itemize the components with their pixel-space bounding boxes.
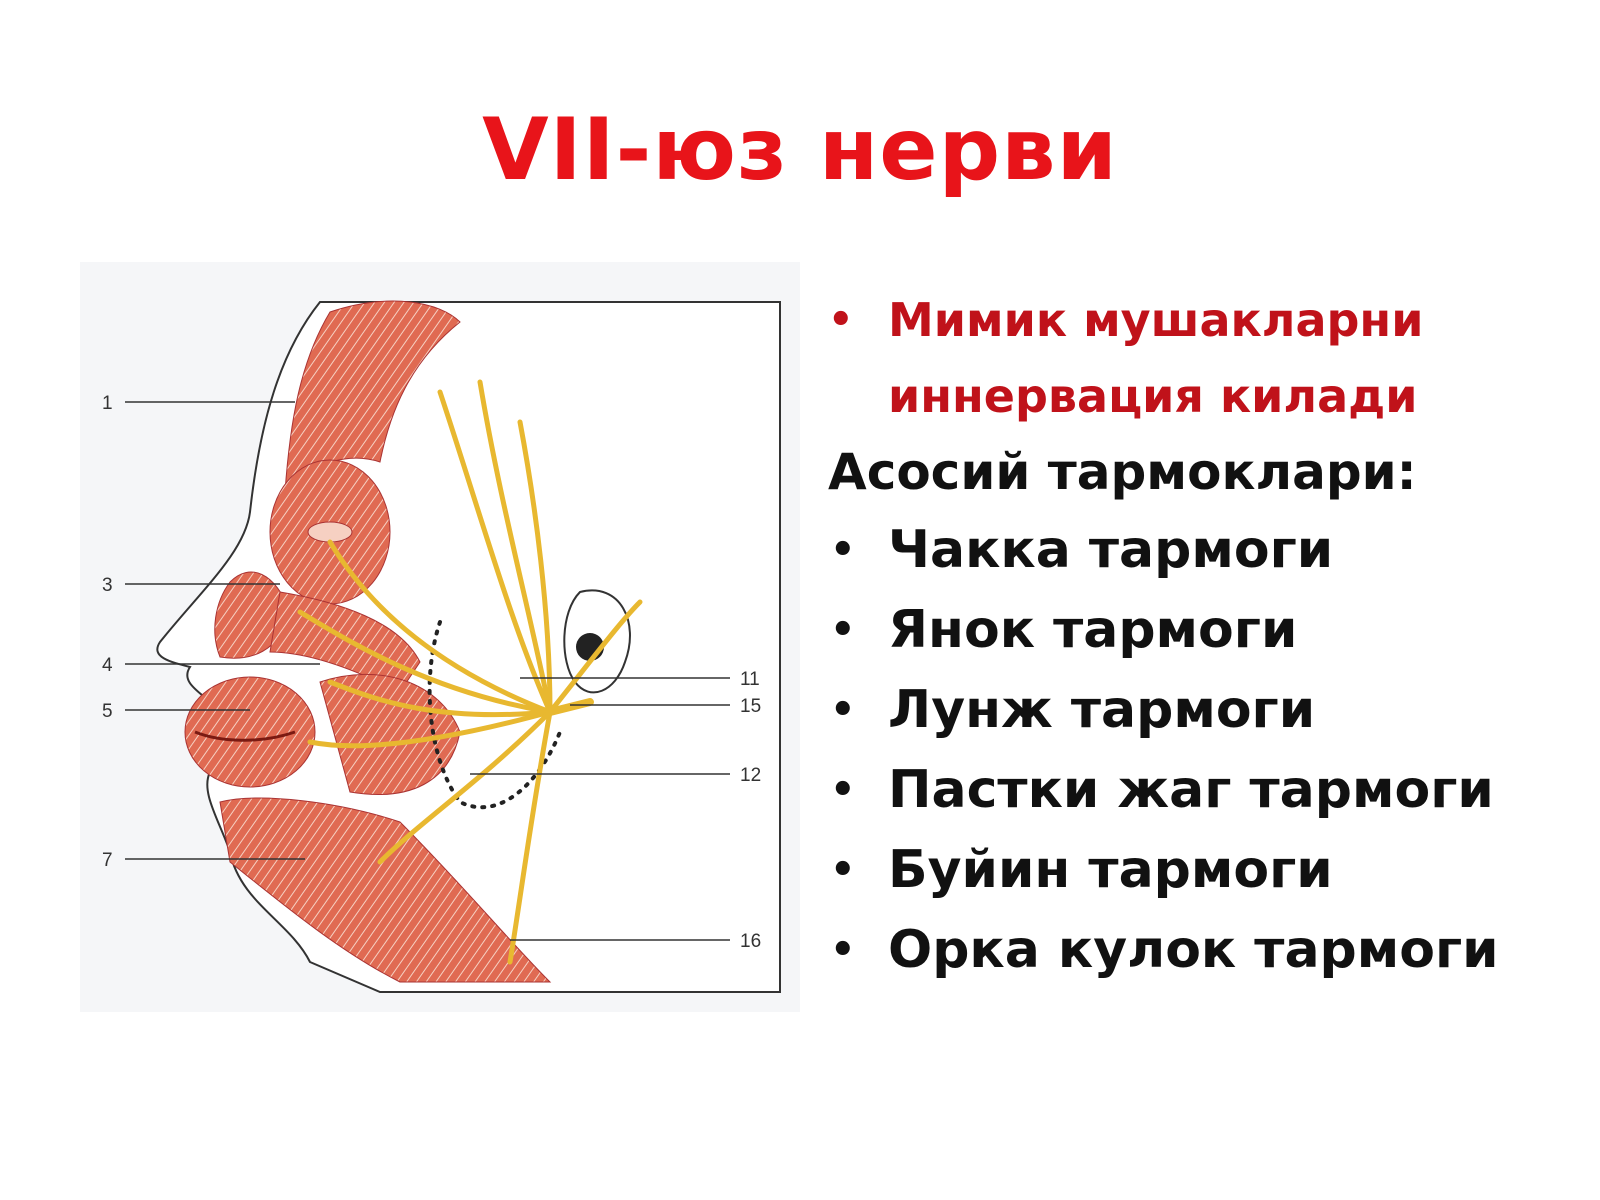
mouth: [194, 730, 296, 742]
list-item: • Лунж тармоги: [828, 670, 1568, 750]
platysma-muscle: [219, 797, 552, 983]
callout-lines: [125, 401, 730, 941]
list-item: • Янок тармоги: [828, 590, 1568, 670]
callout-16: 16: [740, 931, 761, 952]
bullet-content: • Мимик мушакларни иннервация килади Асо…: [828, 282, 1568, 990]
eye: [307, 521, 353, 543]
callout-4: 4: [102, 655, 113, 676]
branch-label: Пастки жаг тармоги: [888, 760, 1494, 820]
callout-12: 12: [740, 765, 761, 786]
branch-label: Чакка тармоги: [888, 520, 1334, 580]
facial-nerve-anatomy-illustration: 1 3 4 5 7 11 15 12 16: [80, 262, 800, 1012]
callout-11: 11: [740, 669, 760, 690]
bullet-glyph: •: [830, 527, 856, 573]
bullet-glyph: •: [830, 607, 856, 653]
branches-subheading: Асосий тармоклари:: [828, 443, 1417, 501]
bullet-glyph: •: [830, 847, 856, 893]
list-item: • Орка кулок тармоги: [828, 910, 1568, 990]
list-item: • Буйин тармоги: [828, 830, 1568, 910]
callout-5: 5: [102, 701, 113, 722]
callout-15: 15: [740, 696, 761, 717]
bullet-glyph: •: [830, 927, 856, 973]
slide-title: VII-юз нерви: [482, 100, 1118, 200]
branch-list: • Чакка тармоги • Янок тармоги • Лунж тармо…: [828, 510, 1568, 990]
nasal-muscle: [214, 571, 291, 659]
callout-3: 3: [102, 575, 113, 596]
branch-label: Орка кулок тармоги: [888, 920, 1499, 980]
intro-bullet: • Мимик мушакларни иннервация килади: [828, 282, 1568, 434]
orbicularis-oris: [184, 676, 316, 788]
branch-label: Буйин тармоги: [888, 840, 1333, 900]
frontal-muscle: [284, 300, 461, 494]
bullet-glyph: •: [828, 297, 854, 343]
callout-7: 7: [102, 850, 113, 871]
facial-nerve-branches: [297, 379, 643, 965]
list-item: • Чакка тармоги: [828, 510, 1568, 590]
anatomy-svg: 1 3 4 5 7 11 15 12 16: [80, 262, 800, 1012]
bullet-glyph: •: [830, 767, 856, 813]
list-item: • Пастки жаг тармоги: [828, 750, 1568, 830]
bullet-glyph: •: [830, 687, 856, 733]
intro-text: Мимик мушакларни иннервация килади: [888, 293, 1424, 423]
branch-label: Янок тармоги: [888, 600, 1298, 660]
callout-1: 1: [102, 393, 113, 414]
branch-label: Лунж тармоги: [888, 680, 1316, 740]
